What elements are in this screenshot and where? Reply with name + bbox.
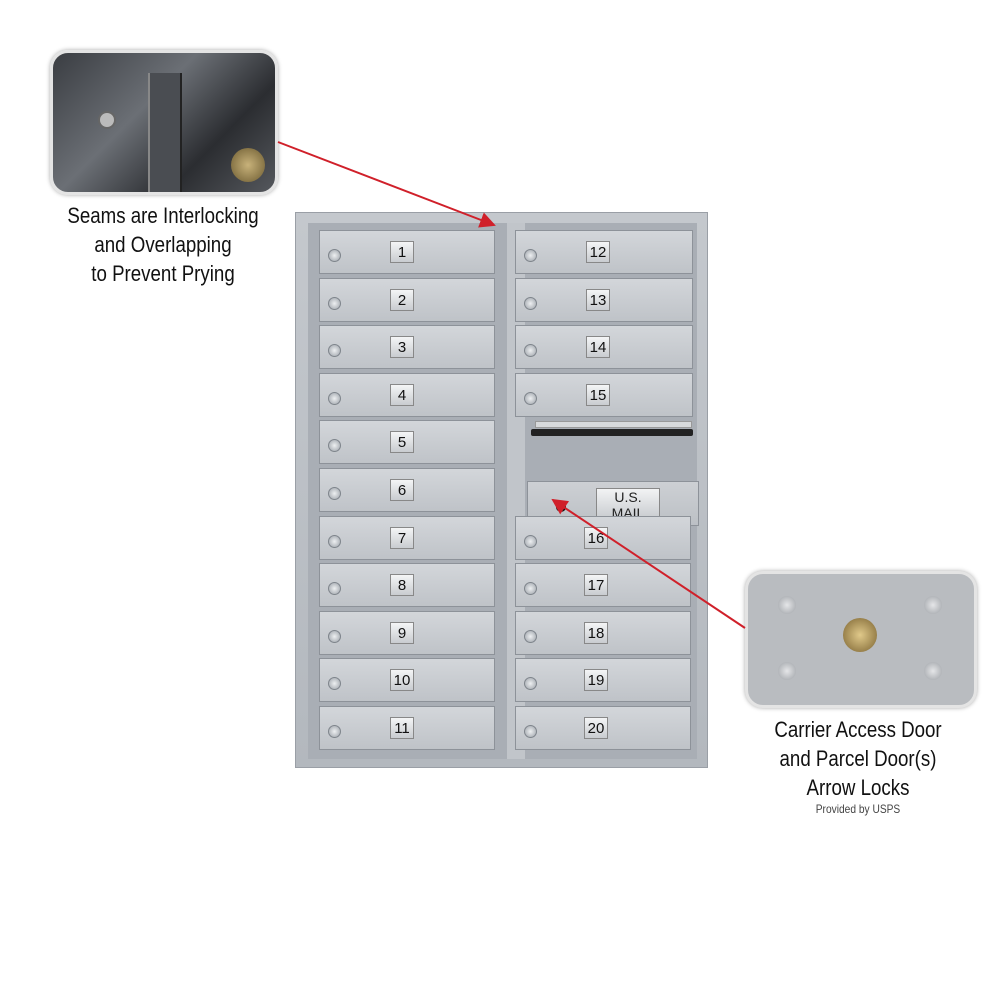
mailbox-door[interactable]: 20	[515, 706, 691, 750]
door-number: 14	[586, 336, 610, 359]
mailbox-door[interactable]: 16	[515, 515, 691, 560]
door-number: 9	[390, 621, 414, 644]
door-lock-icon	[328, 534, 341, 548]
mailbox-door[interactable]: 7	[319, 515, 495, 560]
door-number: 13	[586, 288, 610, 311]
door-lock-icon	[524, 677, 537, 691]
provided-by-note: Provided by USPS	[815, 802, 901, 816]
mailbox-door[interactable]: 12	[515, 230, 693, 274]
door-lock-icon	[524, 391, 537, 405]
door-lock-icon	[328, 725, 341, 738]
door-lock-icon	[524, 344, 537, 358]
door-lock-icon	[328, 677, 341, 691]
mailbox-door[interactable]: 4	[319, 372, 495, 417]
mailbox-door[interactable]: 11	[319, 706, 495, 750]
door-number: 8	[390, 574, 414, 597]
door-lock-icon	[524, 534, 537, 548]
mailbox-unit: U.S. MAIL APPROVED BY THE POSTMASTER GEN…	[295, 212, 708, 768]
door-number: 17	[584, 574, 608, 597]
door-number: 4	[390, 383, 414, 406]
mailbox-door[interactable]: 8	[319, 563, 495, 608]
door-number: 15	[586, 383, 610, 406]
door-lock-icon	[524, 629, 537, 643]
mailbox-door[interactable]: 5	[319, 420, 495, 465]
door-number: 18	[584, 621, 608, 644]
door-number: 3	[390, 336, 414, 359]
door-lock-icon	[328, 629, 341, 643]
seams-caption: Seams are Interlocking and Overlapping t…	[41, 201, 284, 288]
caption-line: and Overlapping	[94, 232, 232, 257]
door-lock-icon	[524, 296, 537, 310]
brass-lock-icon	[843, 618, 877, 652]
door-lock-icon	[328, 391, 341, 405]
mailbox-door[interactable]: 1	[319, 230, 495, 274]
caption-line: Seams are Interlocking	[67, 203, 259, 228]
locks-caption: Carrier Access Door and Parcel Door(s) A…	[749, 715, 967, 816]
mailbox-door[interactable]: 2	[319, 277, 495, 322]
mailbox-door[interactable]: 6	[319, 468, 495, 512]
lock-arrow	[551, 498, 746, 629]
caption-line: and Parcel Door(s)	[779, 746, 937, 771]
door-number: 2	[390, 288, 414, 311]
mailbox-door[interactable]: 17	[515, 563, 691, 608]
mailbox-interior: U.S. MAIL APPROVED BY THE POSTMASTER GEN…	[308, 223, 699, 759]
mailbox-door[interactable]: 15	[515, 372, 693, 417]
door-lock-icon	[328, 296, 341, 310]
mailbox-door[interactable]: 9	[319, 610, 495, 655]
door-number: 1	[390, 241, 414, 263]
door-lock-icon	[328, 439, 341, 453]
door-lock-icon	[328, 487, 341, 500]
door-number: 10	[390, 669, 414, 692]
door-lock-icon	[328, 344, 341, 358]
door-lock-icon	[328, 249, 341, 262]
door-number: 19	[584, 669, 608, 692]
door-lock-icon	[328, 582, 341, 596]
door-number: 6	[390, 479, 414, 501]
mailbox-door[interactable]: 19	[515, 658, 691, 703]
mailbox-door[interactable]: 13	[515, 277, 693, 322]
door-number: 7	[390, 526, 414, 549]
caption-line: Carrier Access Door	[774, 717, 942, 742]
caption-line: Arrow Locks	[806, 775, 910, 800]
door-number: 20	[584, 717, 608, 739]
door-number: 12	[586, 241, 610, 263]
door-lock-icon	[524, 725, 537, 738]
seams-arrow	[277, 141, 496, 228]
caption-line: to Prevent Prying	[91, 261, 235, 286]
door-number: 5	[390, 431, 414, 454]
door-lock-icon	[524, 249, 537, 262]
door-lock-icon	[524, 582, 537, 596]
door-number: 11	[390, 717, 414, 739]
mailbox-door[interactable]: 10	[319, 658, 495, 703]
mailbox-door[interactable]: 18	[515, 610, 691, 655]
mailbox-door[interactable]: 14	[515, 325, 693, 370]
seam-detail-photo	[50, 50, 278, 195]
arrow-lock-detail-photo	[745, 571, 977, 708]
mailbox-door[interactable]: 3	[319, 325, 495, 370]
outgoing-mail-slot	[527, 419, 697, 439]
